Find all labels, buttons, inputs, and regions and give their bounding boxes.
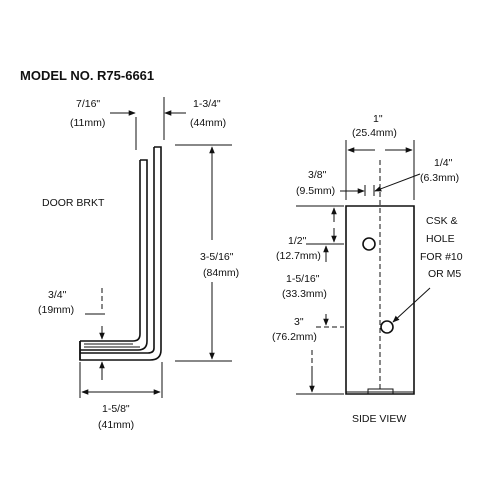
side-dim-edge-frac: 3/8" <box>308 169 327 181</box>
side-plate-outline <box>345 205 415 395</box>
bracket-inner-profile <box>80 159 148 351</box>
side-dim-hole-metric: (6.3mm) <box>420 172 459 184</box>
dim-foot-metric: (19mm) <box>38 304 74 316</box>
side-dim-overall-metric: (76.2mm) <box>272 331 317 343</box>
side-dim-width-frac: 1" <box>373 113 383 125</box>
dim-top-left-metric: (11mm) <box>70 117 105 129</box>
bracket-outer-profile <box>79 146 162 361</box>
dim-width-frac: 1-5/8" <box>102 403 130 415</box>
dim-top-right-frac: 1-3/4" <box>193 98 221 110</box>
side-dim-width-metric: (25.4mm) <box>352 127 397 139</box>
dim-top-right-metric: (44mm) <box>190 117 226 129</box>
side-dim-overall-frac: 3" <box>294 316 304 328</box>
side-dim-spacing-metric: (33.3mm) <box>282 288 327 300</box>
side-view: 1" (25.4mm) 1/4" (6.3mm) 3/8" (9.5mm) 1/… <box>272 113 463 425</box>
model-title: MODEL NO. R75-6661 <box>20 68 154 83</box>
csk-note-line-3: FOR #10 <box>420 251 463 263</box>
door-bracket-label: DOOR BRKT <box>42 197 105 209</box>
top-hole <box>362 237 376 251</box>
dim-foot-frac: 3/4" <box>48 289 67 301</box>
side-view-label: SIDE VIEW <box>352 413 406 425</box>
side-dim-tophole-metric: (12.7mm) <box>276 250 321 262</box>
side-dim-hole-frac: 1/4" <box>434 157 453 169</box>
dim-height-metric: (84mm) <box>203 267 239 279</box>
dim-top-left-frac: 7/16" <box>76 98 100 110</box>
side-dim-spacing-frac: 1-5/16" <box>286 273 320 285</box>
side-dim-tophole-frac: 1/2" <box>288 235 307 247</box>
csk-note-line-4: OR M5 <box>428 268 461 280</box>
dim-height-frac: 3-5/16" <box>200 251 234 263</box>
csk-note-line-2: HOLE <box>426 233 455 245</box>
bottom-hole <box>380 320 394 334</box>
front-view: DOOR BRKT 7/16" (11mm) 1-3/4" (44mm) 3-5… <box>38 97 239 431</box>
side-dim-edge-metric: (9.5mm) <box>296 185 335 197</box>
csk-note-line-1: CSK & <box>426 215 458 227</box>
dim-width-metric: (41mm) <box>98 419 134 431</box>
